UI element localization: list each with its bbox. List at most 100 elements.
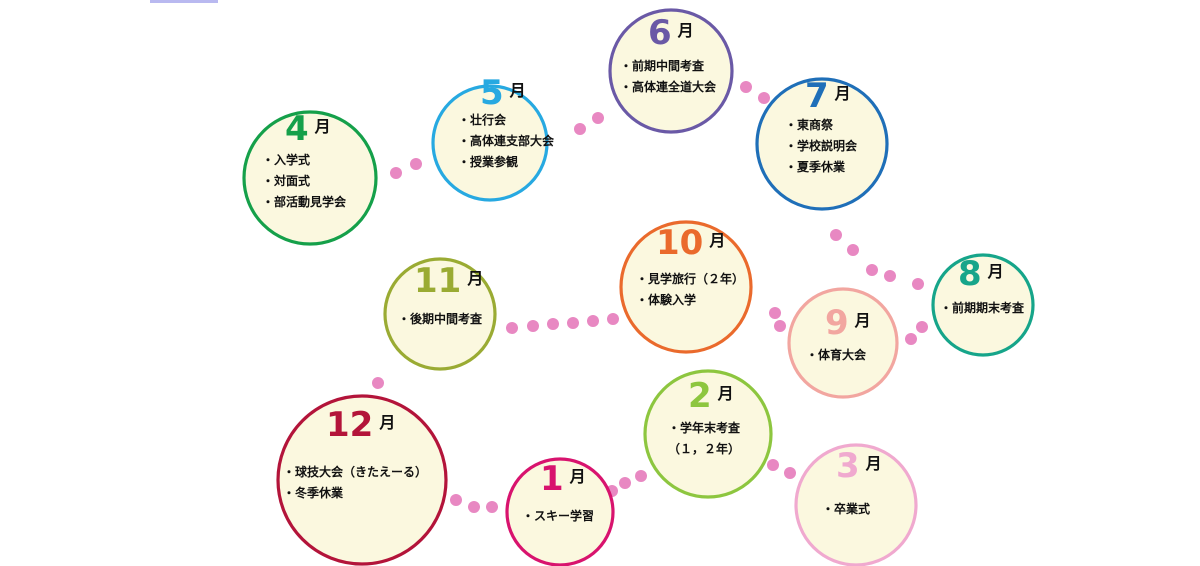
event-item: ・冬季休業 bbox=[283, 485, 344, 500]
month-unit: 月 bbox=[708, 231, 725, 250]
connector-dot bbox=[410, 158, 422, 170]
month-circle-mar bbox=[794, 443, 918, 566]
month-unit: 月 bbox=[834, 84, 851, 103]
month-unit: 月 bbox=[509, 81, 526, 100]
connector-dot bbox=[468, 501, 480, 513]
event-item: ・前期期末考査 bbox=[940, 300, 1025, 315]
month-circle-sep bbox=[787, 287, 899, 399]
connector-dot bbox=[390, 167, 402, 179]
month-circle-feb bbox=[643, 369, 773, 499]
month-circle-oct bbox=[619, 220, 753, 354]
month-node-nov: 11 月・後期中間考査 bbox=[383, 257, 497, 371]
month-number: 7 bbox=[805, 76, 829, 116]
connector-dot bbox=[774, 320, 786, 332]
month-node-oct: 10 月・見学旅行（２年） ・体験入学 bbox=[619, 220, 753, 354]
month-circle-may bbox=[431, 84, 549, 202]
event-item: ・壮行会 bbox=[458, 112, 507, 127]
month-number: 4 bbox=[285, 109, 309, 149]
connector-dot bbox=[506, 322, 518, 334]
month-unit: 月 bbox=[677, 21, 694, 40]
connector-dot bbox=[916, 321, 928, 333]
month-unit: 月 bbox=[466, 269, 483, 288]
connector-dot bbox=[769, 307, 781, 319]
month-label-dec: 12 月 bbox=[326, 405, 395, 445]
event-item: ・夏季休業 bbox=[785, 159, 846, 174]
event-item: ・学校説明会 bbox=[785, 138, 858, 153]
connector-dot bbox=[547, 318, 559, 330]
month-circle-jun bbox=[608, 8, 734, 134]
month-label-oct: 10 月 bbox=[656, 223, 725, 263]
event-item: ・スキー学習 bbox=[522, 508, 594, 523]
connector-dot bbox=[866, 264, 878, 276]
month-number: 9 bbox=[825, 303, 849, 343]
month-unit: 月 bbox=[717, 384, 734, 403]
month-number: 1 bbox=[540, 459, 564, 499]
connector-dot bbox=[767, 459, 779, 471]
month-number: 11 bbox=[414, 261, 461, 301]
event-item: ・対面式 bbox=[262, 173, 310, 188]
event-item: ・体験入学 bbox=[636, 292, 696, 307]
connector-dot bbox=[905, 333, 917, 345]
month-number: 3 bbox=[836, 446, 860, 486]
month-number: 10 bbox=[656, 223, 703, 263]
connector-dot bbox=[607, 313, 619, 325]
month-circle-nov bbox=[383, 257, 497, 371]
event-item: ・前期中間考査 bbox=[620, 58, 705, 73]
connector-dot bbox=[884, 270, 896, 282]
month-unit: 月 bbox=[378, 413, 395, 432]
month-unit: 月 bbox=[987, 262, 1004, 281]
connector-dot bbox=[784, 467, 796, 479]
event-item: ・見学旅行（２年） bbox=[636, 271, 744, 286]
connector-dot bbox=[574, 123, 586, 135]
connector-dot bbox=[486, 501, 498, 513]
connector-dot bbox=[592, 112, 604, 124]
connector-dot bbox=[567, 317, 579, 329]
event-item: ・入学式 bbox=[262, 152, 310, 167]
month-circle-aug bbox=[931, 253, 1035, 357]
month-number: 5 bbox=[480, 73, 504, 113]
event-item: ・高体連支部大会 bbox=[458, 133, 555, 148]
month-unit: 月 bbox=[314, 117, 331, 136]
month-number: 2 bbox=[688, 376, 712, 416]
connector-dot bbox=[758, 92, 770, 104]
event-item: ・後期中間考査 bbox=[398, 311, 483, 326]
connector-dot bbox=[912, 278, 924, 290]
connector-dot bbox=[740, 81, 752, 93]
event-item: ・体育大会 bbox=[806, 347, 867, 362]
event-item: ・東商祭 bbox=[785, 117, 834, 132]
event-item: ・高体連全道大会 bbox=[620, 79, 717, 94]
connector-dot bbox=[372, 377, 384, 389]
connector-dot bbox=[847, 244, 859, 256]
event-item: ・卒業式 bbox=[822, 501, 870, 516]
connector-dot bbox=[450, 494, 462, 506]
connector-dot bbox=[830, 229, 842, 241]
month-circle-jan bbox=[505, 457, 615, 566]
month-unit: 月 bbox=[854, 311, 871, 330]
connector-dot bbox=[635, 470, 647, 482]
month-circle-dec bbox=[276, 394, 448, 566]
event-item: ・部活動見学会 bbox=[262, 194, 347, 209]
connector-dot bbox=[619, 477, 631, 489]
connector-dot bbox=[587, 315, 599, 327]
month-number: 12 bbox=[326, 405, 373, 445]
event-item: ・学年末考査 bbox=[668, 420, 741, 435]
connector-dot bbox=[527, 320, 539, 332]
month-number: 8 bbox=[958, 254, 982, 294]
